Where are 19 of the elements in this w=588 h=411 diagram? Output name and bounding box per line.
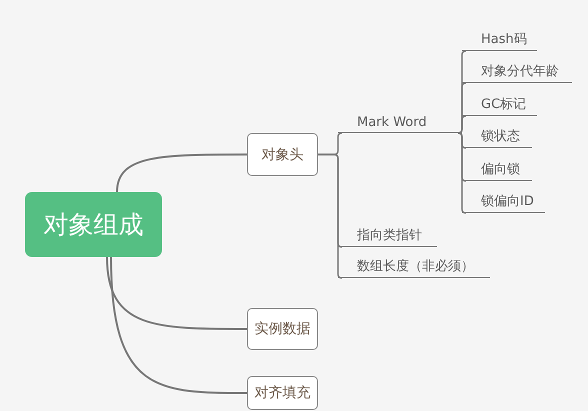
underlined-topic: 指向类指针 xyxy=(338,226,437,247)
branch-box: 对齐填充 xyxy=(247,376,318,410)
topic-box: 对象组成 xyxy=(25,192,162,257)
underlined-topic: 数组长度（非必须） xyxy=(338,257,490,278)
branch-box: 对象头 xyxy=(247,133,318,176)
underlined-topic: Mark Word xyxy=(338,112,462,133)
underlined-topic: Hash码 xyxy=(462,30,537,51)
connector-line xyxy=(116,154,247,192)
underlined-topic: 锁状态 xyxy=(462,127,532,148)
connector-line xyxy=(457,115,466,134)
connector-line xyxy=(106,256,247,330)
underlined-topic: 对象分代年龄 xyxy=(462,62,572,83)
underlined-topic: GC标记 xyxy=(462,95,537,116)
underlined-topic: 锁偏向ID xyxy=(462,192,545,213)
connector-line xyxy=(318,154,342,279)
connector-line xyxy=(110,256,247,394)
branch-box: 实例数据 xyxy=(247,308,318,350)
connector-line xyxy=(457,132,466,214)
underlined-topic: 偏向锁 xyxy=(462,160,532,181)
